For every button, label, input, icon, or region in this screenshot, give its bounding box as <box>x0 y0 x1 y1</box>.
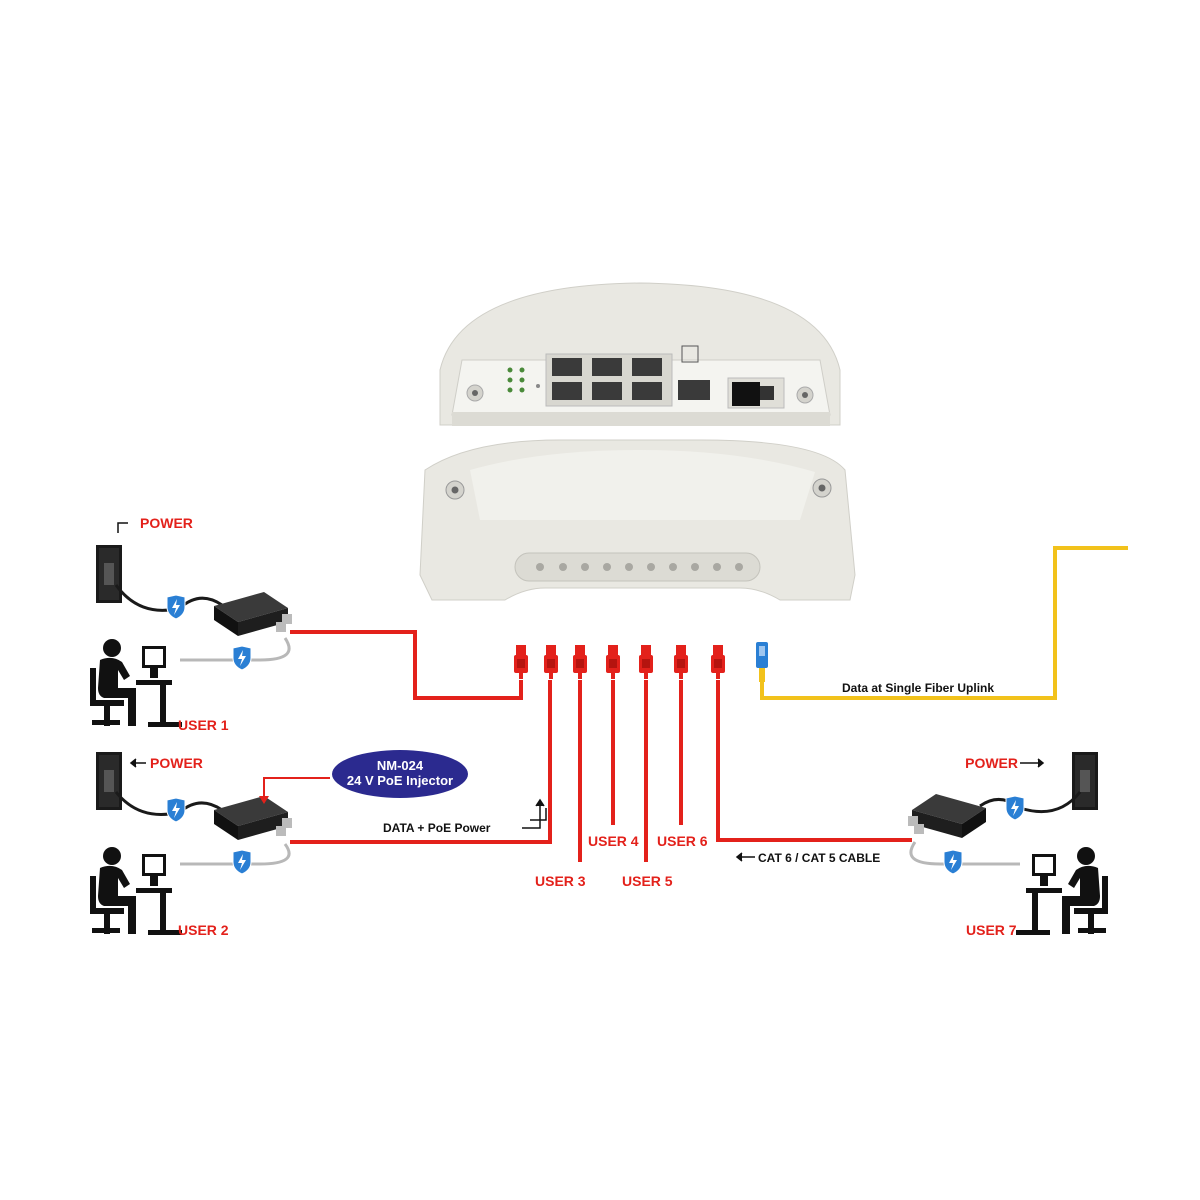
surge-shield-icon <box>1005 795 1025 821</box>
wall-socket-icon <box>96 752 122 810</box>
user1-label: USER 1 <box>178 717 229 733</box>
poe-switch-device <box>419 282 856 601</box>
poe-injector-icon <box>214 796 292 840</box>
pointer-arrows <box>117 522 1045 862</box>
user7-label: USER 7 <box>966 922 1017 938</box>
rj45-connector-icon <box>639 645 653 679</box>
fiber-uplink-cable <box>760 546 1128 700</box>
poe-injector-icon <box>214 592 292 636</box>
sc-fiber-connector-icon <box>756 642 768 682</box>
rj45-connector-icon <box>573 645 587 679</box>
cable-user2 <box>290 680 552 844</box>
user-at-desk-icon <box>1016 847 1108 935</box>
surge-shield-icon <box>232 645 252 671</box>
surge-shield-icon <box>166 797 186 823</box>
rj45-connector-icon <box>674 645 688 679</box>
power-label-2: POWER <box>150 755 203 771</box>
injector-badge: NM-024 24 V PoE Injector <box>332 750 468 798</box>
poe-injector-icon <box>908 794 986 838</box>
user3-label: USER 3 <box>535 873 586 889</box>
surge-shield-icon <box>166 594 186 620</box>
injector-callout-arrow <box>263 777 330 800</box>
user-at-desk-icon <box>90 639 182 727</box>
cable-user7 <box>716 680 912 842</box>
fiber-uplink-label: Data at Single Fiber Uplink <box>842 681 994 695</box>
user2-label: USER 2 <box>178 922 229 938</box>
data-poe-label: DATA + PoE Power <box>383 821 491 835</box>
wall-socket-icon <box>1072 752 1098 810</box>
sc-fiber-port <box>727 377 785 409</box>
station-user7 <box>908 752 1108 935</box>
rj45-connector-icon <box>711 645 725 679</box>
status-led-panel <box>507 367 540 393</box>
reset-button <box>681 345 699 363</box>
surge-shield-icon <box>943 849 963 875</box>
user-at-desk-icon <box>90 847 182 935</box>
user6-label: USER 6 <box>657 833 708 849</box>
rj45-connector-icon <box>544 645 558 679</box>
power-label-1: POWER <box>140 515 193 531</box>
wall-socket-icon <box>96 545 122 603</box>
surge-shield-icon <box>232 849 252 875</box>
ethernet-cables <box>290 630 912 862</box>
injector-desc-label: 24 V PoE Injector <box>347 773 453 788</box>
station-user2 <box>90 752 292 935</box>
rj45-connector-icon <box>514 645 528 679</box>
injector-model-label: NM-024 <box>377 758 424 773</box>
uplink-rj45-port <box>678 380 710 400</box>
power-label-7: POWER <box>965 755 1018 771</box>
cable-user1 <box>290 630 523 700</box>
cable-type-label: CAT 6 / CAT 5 CABLE <box>758 851 880 865</box>
user5-label: USER 5 <box>622 873 673 889</box>
station-user1 <box>90 545 292 727</box>
rj45-port-block <box>545 353 673 407</box>
rj45-connector-icon <box>606 645 620 679</box>
user4-label: USER 4 <box>588 833 639 849</box>
